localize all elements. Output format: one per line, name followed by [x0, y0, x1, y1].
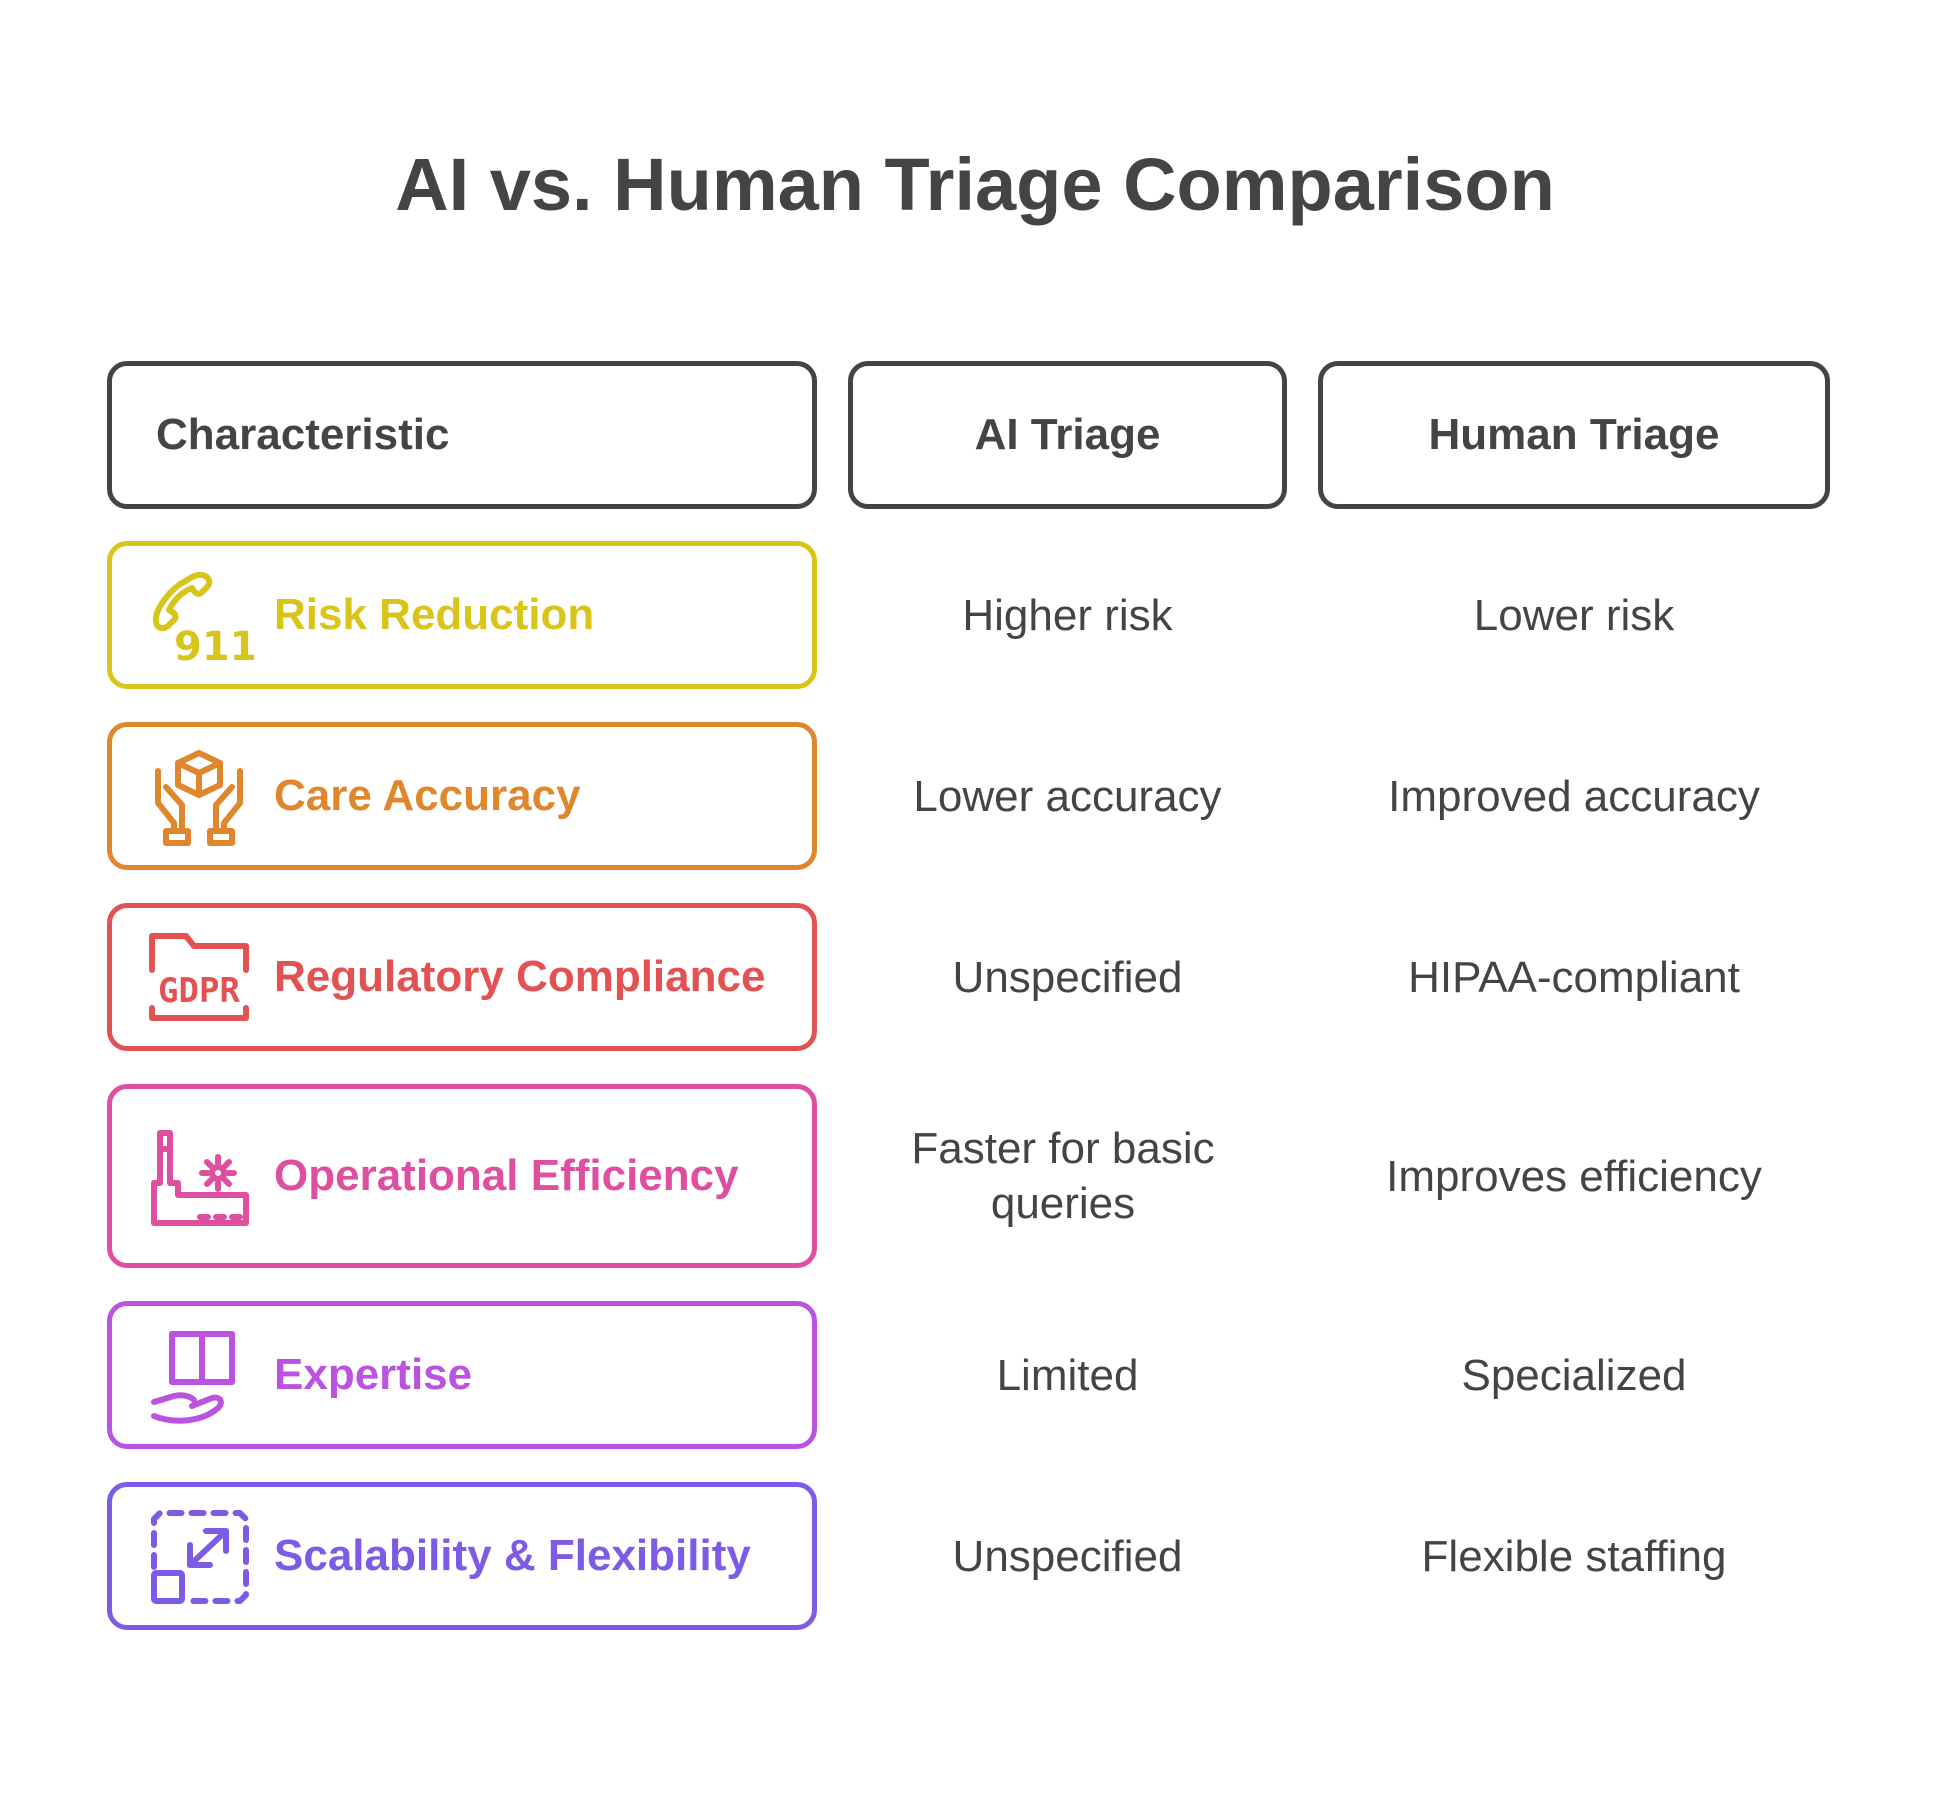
ai-scalability-flexibility: Unspecified [952, 1531, 1183, 1581]
header-ai-triage-label: AI Triage [974, 410, 1161, 459]
ai-expertise: Limited [996, 1350, 1139, 1400]
ai-risk-reduction: Higher risk [962, 590, 1173, 640]
row-risk-reduction: 911 Risk Reduction [107, 541, 817, 689]
resize-icon [144, 1501, 254, 1611]
row-label-scalability-flexibility: Scalability & Flexibility [274, 1531, 751, 1580]
row-label-expertise: Expertise [274, 1350, 473, 1399]
hands-box-icon [144, 741, 254, 851]
ai-care-accuracy: Lower accuracy [913, 771, 1222, 821]
book-hand-icon [144, 1320, 254, 1430]
icon-911-text: 911 [174, 624, 254, 670]
human-scalability-flexibility: Flexible staffing [1421, 1531, 1727, 1581]
human-regulatory-compliance: HIPAA-compliant [1408, 952, 1740, 1002]
human-risk-reduction: Lower risk [1473, 590, 1675, 640]
row-label-risk-reduction: Risk Reduction [274, 590, 595, 639]
ai-operational-efficiency: Faster for basic queries [911, 1124, 1215, 1228]
human-expertise: Specialized [1461, 1350, 1687, 1400]
header-characteristic-label: Characteristic [156, 410, 450, 459]
factory-gear-icon [144, 1121, 254, 1231]
header-human-triage-label: Human Triage [1428, 410, 1720, 459]
row-care-accuracy: Care Accuracy [107, 722, 817, 870]
phone-911-icon: 911 [144, 560, 254, 670]
header-characteristic: Characteristic [107, 361, 817, 509]
human-operational-efficiency: Improves efficiency [1386, 1151, 1762, 1201]
row-operational-efficiency: Operational Efficiency [107, 1084, 817, 1268]
ai-regulatory-compliance: Unspecified [952, 952, 1183, 1002]
icon-gdpr-text: GDPR [158, 971, 240, 1011]
row-label-operational-efficiency: Operational Efficiency [274, 1151, 739, 1200]
row-regulatory-compliance: GDPR Regulatory Compliance [107, 903, 817, 1051]
row-label-care-accuracy: Care Accuracy [274, 771, 581, 820]
page-title: AI vs. Human Triage Comparison [395, 143, 1555, 226]
human-care-accuracy: Improved accuracy [1388, 771, 1760, 821]
row-expertise: Expertise [107, 1301, 817, 1449]
header-human-triage: Human Triage [1318, 361, 1830, 509]
header-ai-triage: AI Triage [848, 361, 1287, 509]
row-label-regulatory-compliance: Regulatory Compliance [274, 952, 766, 1001]
gdpr-folder-icon: GDPR [144, 922, 254, 1032]
row-scalability-flexibility: Scalability & Flexibility [107, 1482, 817, 1630]
